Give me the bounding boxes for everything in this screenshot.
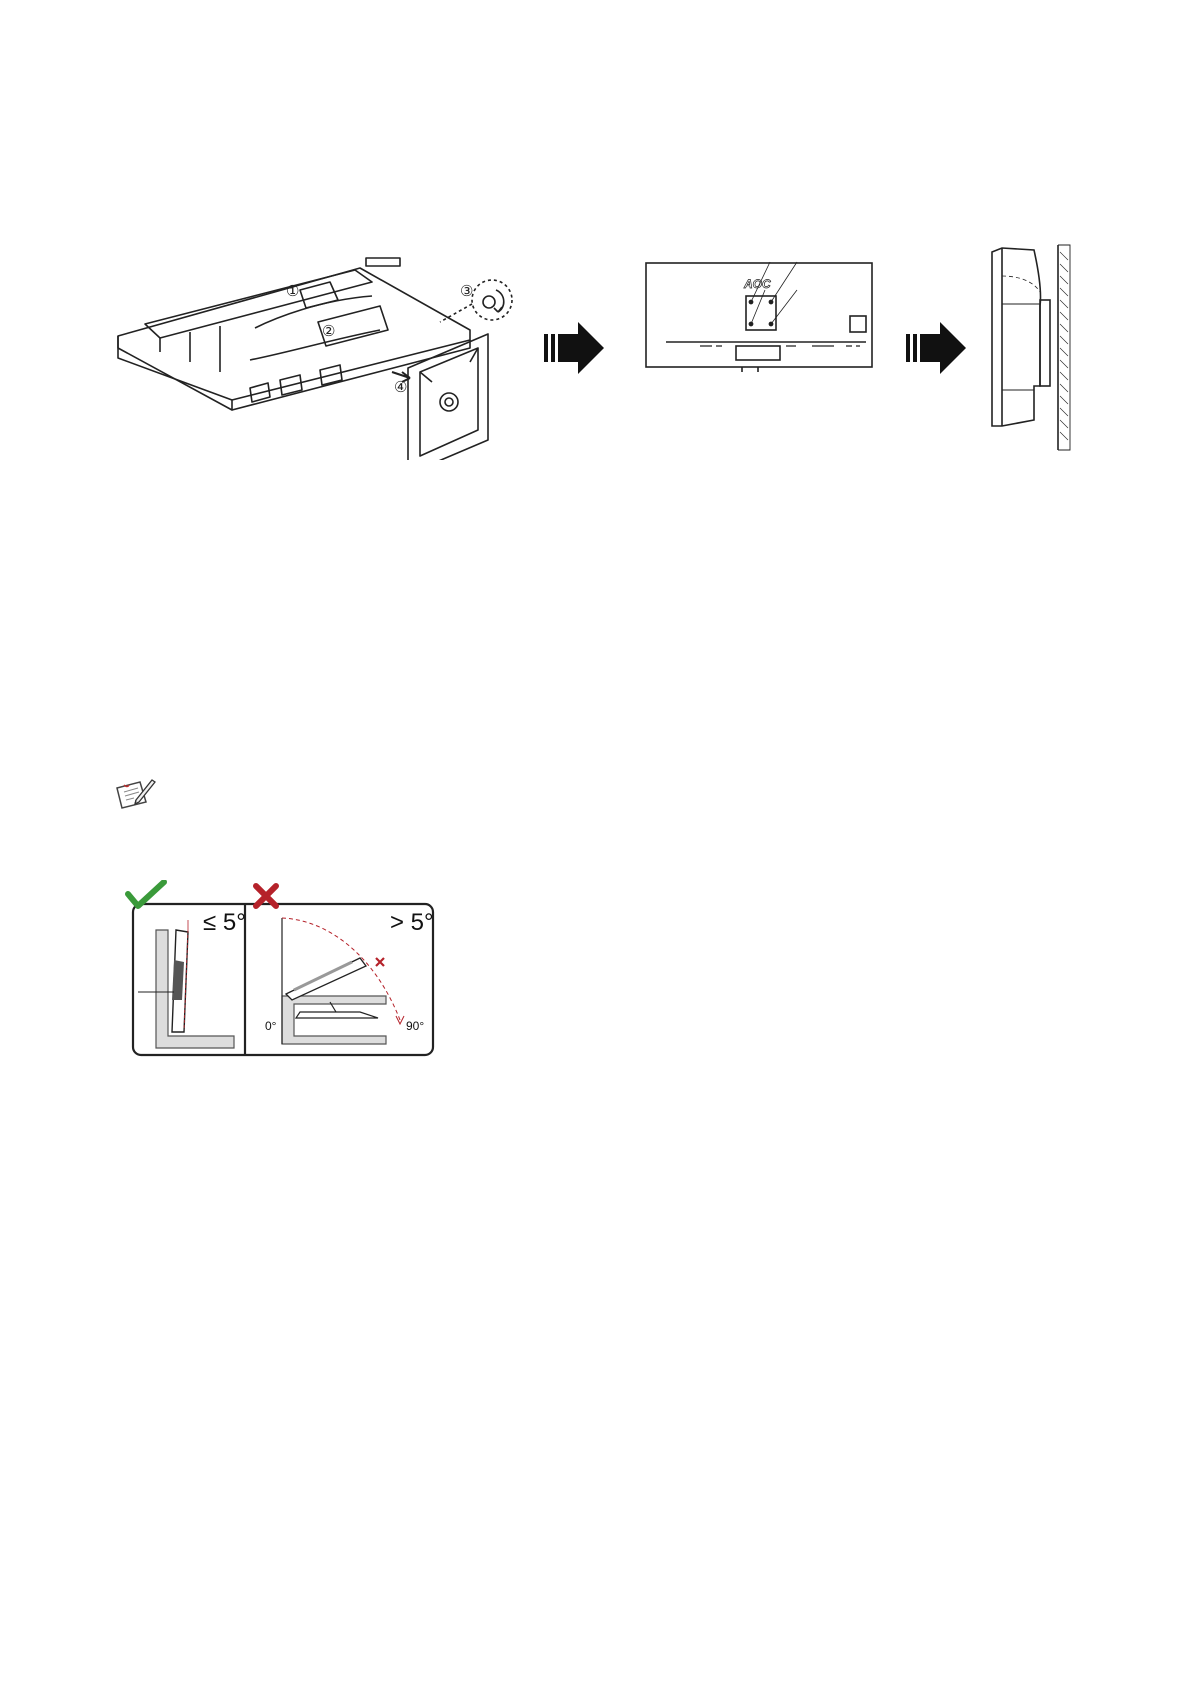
step-3-label: ③: [460, 283, 473, 300]
allowed-angle-label: ≤ 5°: [203, 909, 246, 936]
next-step-arrow-icon: [544, 322, 604, 374]
tilt-angle-figure: ≤ 5° > 5° 0° 90°: [120, 880, 440, 1060]
screw-detail-callout: [440, 280, 512, 322]
aoc-logo: AOC: [743, 277, 771, 291]
wall-mounted-monitor-drawing: [992, 245, 1070, 450]
monitor-face-down-drawing: [118, 258, 470, 410]
angle-end-label: 90°: [406, 1019, 424, 1033]
step-4-label: ④: [394, 379, 407, 396]
next-step-arrow-icon: [906, 322, 966, 374]
forbidden-angle-label: > 5°: [390, 909, 434, 936]
step-1-label: ①: [286, 283, 299, 300]
note-icon: [114, 778, 156, 810]
check-mark-icon: [128, 882, 164, 906]
monitor-back-drawing: AOC: [646, 262, 872, 372]
angle-start-label: 0°: [265, 1019, 277, 1033]
wall-mount-figure-svg: ① ② ③ ④ AOC: [100, 230, 1100, 460]
wall-mount-figure: ① ② ③ ④ AOC: [100, 230, 1100, 460]
step-2-label: ②: [322, 323, 335, 340]
